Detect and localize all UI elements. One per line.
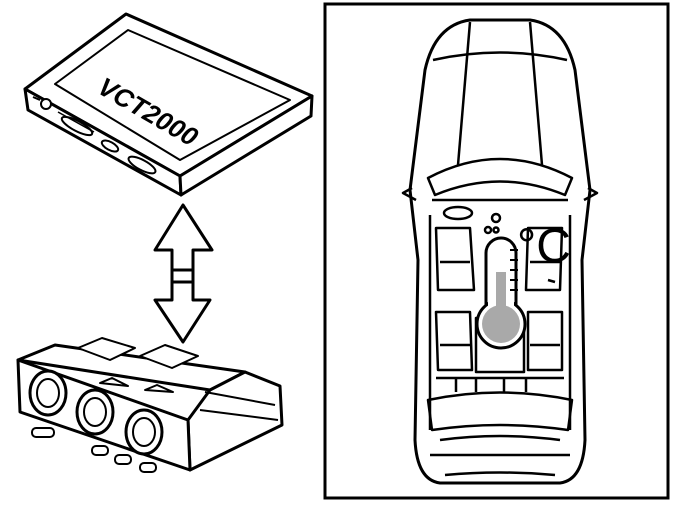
climate-control-panel — [16, 337, 284, 473]
temperature-unit-label: °C — [517, 220, 571, 273]
thermometer-icon — [475, 236, 527, 350]
vct2000-device — [23, 12, 314, 197]
car-top-view — [401, 18, 599, 485]
bidirectional-arrow — [153, 203, 214, 344]
